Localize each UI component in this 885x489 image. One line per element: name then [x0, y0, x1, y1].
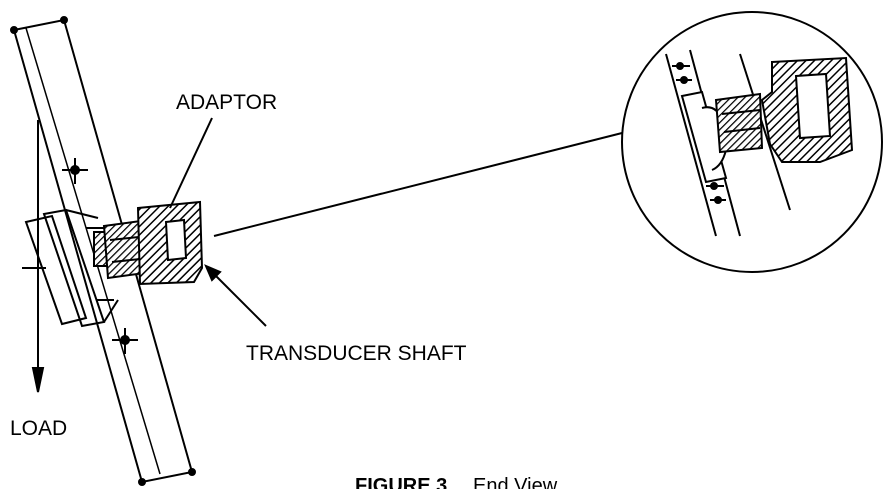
detail-transducer-shaft	[760, 56, 854, 163]
figure-number: FIGURE 3	[355, 475, 447, 489]
bolt-hole-upper	[62, 158, 88, 184]
load-arrow	[31, 120, 45, 393]
load-label: LOAD	[10, 417, 67, 440]
figure-title: End View	[473, 475, 558, 489]
detail-adaptor	[714, 92, 764, 154]
transducer-shaft-housing	[136, 200, 204, 286]
bolt-hole-lower	[112, 328, 138, 354]
adaptor-leader	[169, 117, 213, 209]
detail-callout-line	[213, 131, 627, 237]
transducer-shaft-leader	[204, 264, 267, 327]
mounting-bracket	[22, 208, 119, 328]
adaptor-label: ADAPTOR	[176, 91, 277, 114]
transducer-shaft-label: TRANSDUCER SHAFT	[246, 342, 467, 365]
detail-view	[621, 11, 883, 273]
